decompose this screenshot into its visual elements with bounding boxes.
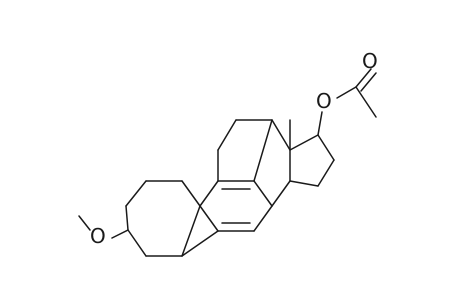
bond	[199, 180, 219, 207]
bond	[271, 180, 291, 207]
bond	[199, 205, 219, 232]
ether-oxygen-label: O	[90, 224, 106, 248]
bond	[125, 205, 129, 231]
bond	[78, 215, 91, 231]
bond	[253, 205, 273, 232]
bond	[253, 119, 273, 182]
bond	[317, 111, 323, 136]
carbonyl-oxygen-label: O	[362, 49, 378, 73]
bond	[125, 180, 147, 207]
bond	[181, 205, 201, 257]
bond	[360, 72, 377, 92]
bond	[317, 134, 335, 161]
bond	[181, 230, 219, 257]
bond	[253, 180, 273, 207]
bond	[289, 180, 319, 187]
bond	[336, 86, 357, 99]
bond	[271, 119, 291, 151]
bond	[289, 134, 319, 151]
bond	[217, 119, 237, 151]
bond	[355, 86, 377, 118]
bond	[181, 180, 201, 207]
bond	[355, 68, 372, 88]
bond	[317, 159, 335, 187]
bond	[111, 229, 129, 239]
ester-oxygen-label: O	[316, 89, 332, 113]
bond	[127, 229, 147, 257]
